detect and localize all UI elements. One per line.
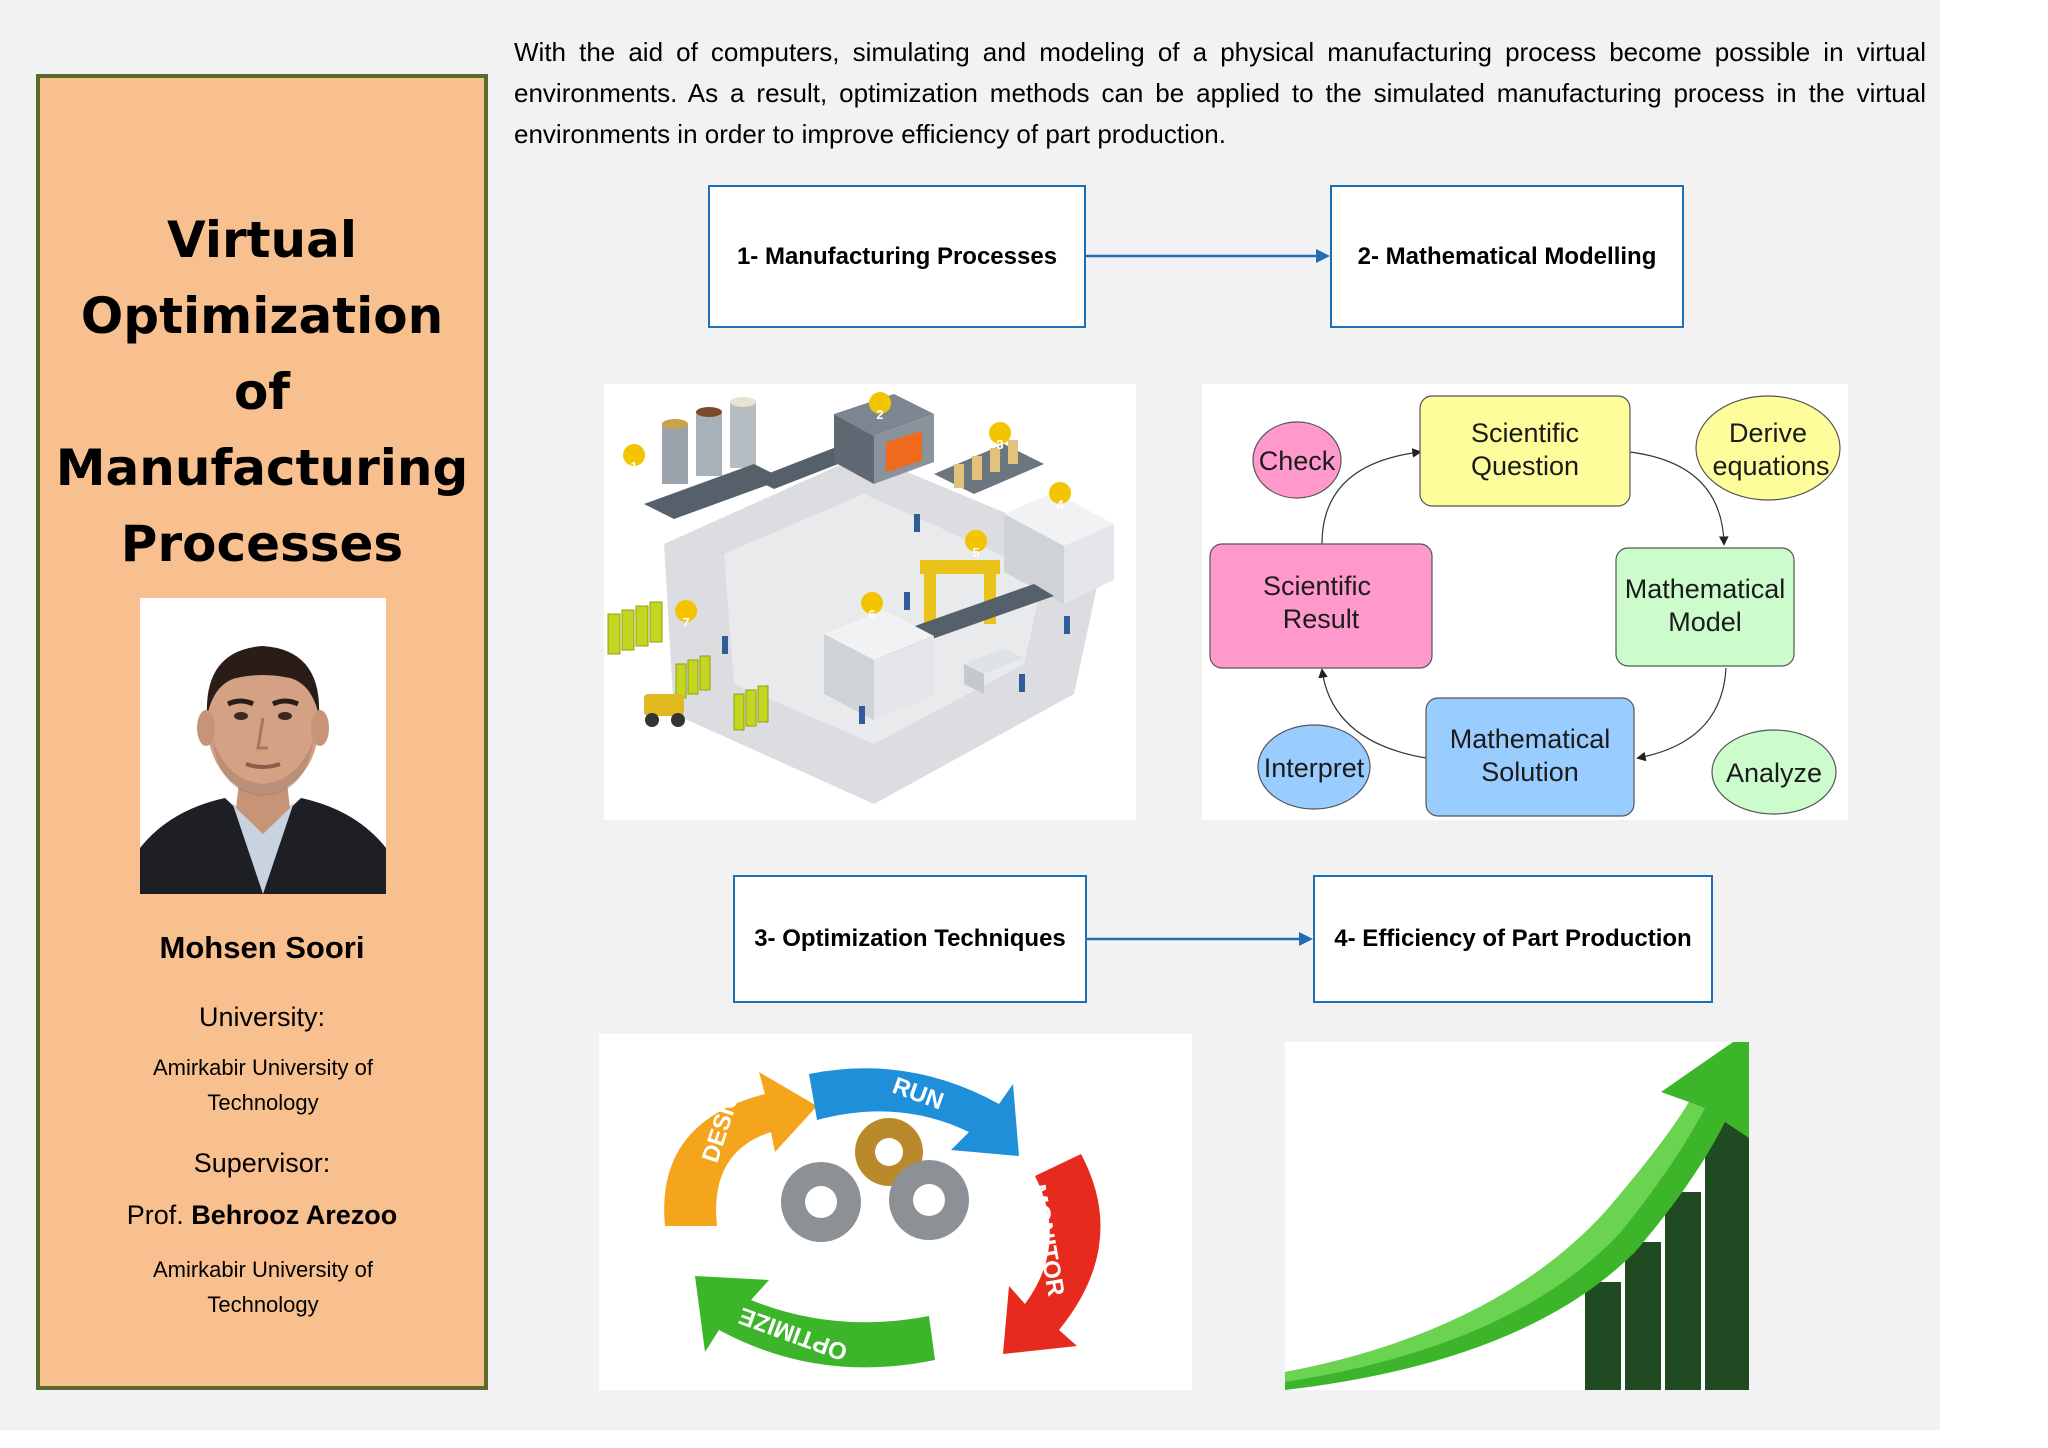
location-pin-icon: 6: [861, 592, 884, 630]
arrow-right-icon: [1086, 249, 1330, 263]
title-panel: Virtual Optimization of Manufacturing Pr…: [36, 74, 488, 1390]
svg-text:Scientific: Scientific: [1263, 571, 1371, 601]
title-line: Manufacturing: [55, 439, 469, 497]
node-check: Check: [1252, 421, 1342, 499]
node-scientific-question: Scientific Question: [1419, 395, 1631, 507]
node-scientific-result: Scientific Result: [1209, 543, 1433, 669]
node-mathematical-model: Mathematical Model: [1615, 547, 1795, 667]
university-label: University:: [198, 1002, 326, 1032]
growth-arrow-graphic: [1285, 1042, 1749, 1390]
svg-text:equations: equations: [1712, 451, 1829, 481]
gear-icon: [889, 1160, 969, 1240]
svg-text:Analyze: Analyze: [1726, 758, 1822, 788]
svg-text:Check: Check: [1259, 446, 1336, 476]
author-photo: [140, 598, 386, 894]
svg-text:3: 3: [996, 437, 1003, 452]
arrow-right-icon: [1087, 932, 1313, 946]
location-pin-icon: 5: [965, 530, 988, 568]
svg-text:1: 1: [630, 459, 637, 474]
author-name: Mohsen Soori: [159, 930, 365, 965]
node-analyze: Analyze: [1711, 729, 1837, 815]
modelling-cycle-diagram: Scientific Question Mathematical Model M…: [1202, 384, 1848, 820]
title-line: of: [233, 363, 291, 421]
svg-text:Mathematical: Mathematical: [1625, 574, 1786, 604]
location-pin-icon: 4: [1049, 482, 1072, 520]
supervisor-university: Amirkabir University of Technology: [152, 1257, 374, 1317]
step-manufacturing-processes: 1- Manufacturing Processes: [708, 185, 1086, 328]
step-optimization-techniques: 3- Optimization Techniques: [733, 875, 1087, 1003]
svg-text:Scientific: Scientific: [1471, 418, 1579, 448]
node-derive-equations: Derive equations: [1695, 395, 1841, 501]
svg-text:2: 2: [876, 407, 883, 422]
svg-text:Result: Result: [1283, 604, 1360, 634]
location-pin-icon: 1: [623, 444, 646, 482]
intro-paragraph: With the aid of computers, simulating an…: [514, 37, 1926, 149]
node-interpret: Interpret: [1257, 724, 1371, 810]
location-pin-icon: 7: [675, 600, 698, 638]
svg-text:Mathematical: Mathematical: [1450, 724, 1611, 754]
title-line: Virtual: [167, 211, 357, 269]
supervisor-name: Prof. Behrooz Arezoo: [40, 1200, 484, 1231]
step-mathematical-modelling: 2- Mathematical Modelling: [1330, 185, 1684, 328]
svg-text:5: 5: [972, 545, 979, 560]
supervisor-full-name: Behrooz Arezoo: [191, 1200, 398, 1230]
silo-icon: [662, 397, 756, 484]
title-line: Processes: [120, 515, 404, 573]
oven-icon: [834, 394, 934, 484]
poster-title: Virtual Optimization of Manufacturing Pr…: [40, 202, 484, 582]
node-mathematical-solution: Mathematical Solution: [1425, 697, 1635, 817]
svg-text:Question: Question: [1471, 451, 1579, 481]
svg-text:6: 6: [868, 607, 875, 622]
location-pin-icon: 2: [869, 392, 892, 430]
title-line: Optimization: [80, 287, 444, 345]
svg-text:Solution: Solution: [1481, 757, 1579, 787]
svg-text:Derive: Derive: [1729, 418, 1807, 448]
location-pin-icon: 3: [989, 422, 1012, 460]
gear-icon: [781, 1162, 861, 1242]
university-name: Amirkabir University of Technology: [152, 1055, 374, 1115]
supervisor-label: Supervisor:: [193, 1148, 331, 1178]
svg-text:7: 7: [682, 615, 689, 630]
optimization-cycle-graphic: DESIGN RUN MONITOR OPTIMIZE: [599, 1034, 1192, 1390]
svg-text:4: 4: [1056, 497, 1064, 512]
supervisor-prefix: Prof.: [126, 1200, 184, 1230]
svg-text:Interpret: Interpret: [1264, 753, 1365, 783]
poster-sheet: Virtual Optimization of Manufacturing Pr…: [0, 0, 1940, 1430]
step-efficiency-of-part-production: 4- Efficiency of Part Production: [1313, 875, 1713, 1003]
svg-text:Model: Model: [1668, 607, 1742, 637]
factory-illustration: 1 2 3 4 5 6 7: [604, 384, 1136, 820]
